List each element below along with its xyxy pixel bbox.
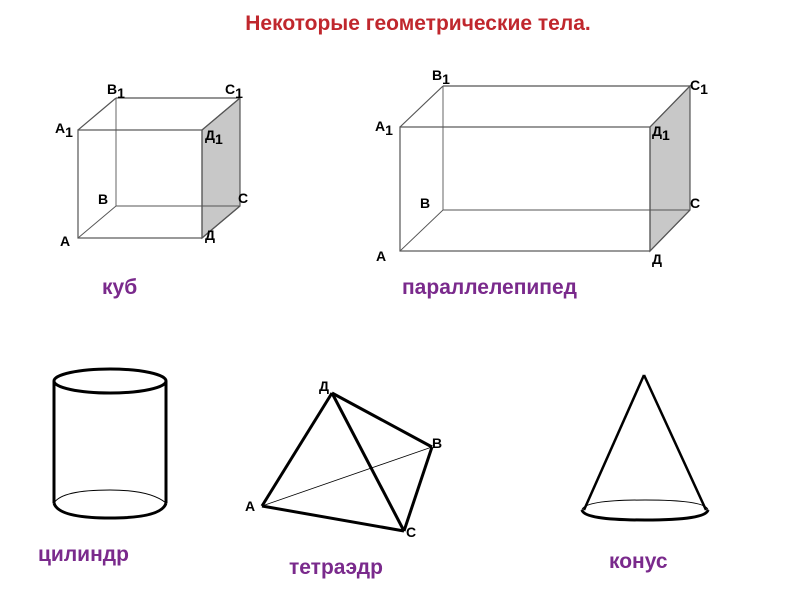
parallelepiped-vertex-d1: Д1 [652, 123, 670, 143]
tetrahedron-caption: тетраэдр [289, 556, 383, 579]
tetrahedron-figure [260, 391, 434, 533]
cube-vertex-b1-sub: 1 [117, 85, 125, 101]
tetrahedron-vertex-a: А [245, 498, 255, 514]
cube-edge-a1b1 [77, 97, 117, 131]
cube-edge-ab-hidden [77, 205, 117, 239]
parallelepiped-figure [399, 84, 691, 253]
tetrahedron-edge-ac-hidden [261, 446, 433, 507]
cylinder-figure [52, 367, 168, 520]
cube-front-face [77, 129, 203, 239]
tetrahedron-vertex-b: В [432, 435, 442, 451]
parallelepiped-shaded-face [649, 84, 691, 253]
cube-vertex-c: С [238, 190, 248, 206]
parallelepiped-labels: А В С Д А1 В1 С1 Д1 [375, 67, 708, 267]
slide-title: Некоторые геометрические тела. [245, 12, 591, 35]
parallelepiped-vertex-d1-sub: 1 [662, 127, 670, 143]
cube-shaded-face [201, 96, 241, 240]
cube-edge-dc [201, 205, 241, 239]
cone-left-side [582, 374, 646, 511]
parallelepiped-front-face [399, 126, 651, 252]
parallelepiped-vertex-d1-letter: Д [652, 123, 662, 139]
parallelepiped-vertex-a1-sub: 1 [385, 122, 393, 138]
tetrahedron-vertex-c: С [406, 524, 416, 540]
parallelepiped-vertex-c1: С1 [690, 77, 708, 97]
tetrahedron-edge-dc [331, 391, 433, 449]
cube-figure [77, 96, 241, 240]
parallelepiped-vertex-b1-sub: 1 [442, 71, 450, 87]
parallelepiped-edge-a1b1 [399, 85, 444, 128]
parallelepiped-vertex-b1-letter: В [432, 67, 442, 83]
parallelepiped-edge-d1c1 [649, 85, 691, 128]
parallelepiped-vertex-b1: В1 [432, 67, 450, 87]
cube-vertex-b1-letter: В [107, 81, 117, 97]
tetrahedron-edge-ab [261, 504, 405, 533]
cylinder-caption: цилиндр [38, 543, 129, 566]
cube-vertex-a1-letter: А [55, 120, 65, 136]
cube-edge-d1c1 [201, 97, 241, 131]
cube-vertex-d: Д [205, 227, 215, 243]
cylinder-bottom-front [52, 502, 168, 520]
cone-base-back [581, 499, 709, 511]
cylinder-top-ellipse [52, 367, 168, 395]
cube-vertex-c1: С1 [225, 81, 243, 101]
cube-caption: куб [102, 276, 138, 299]
tetrahedron-edge-ad [260, 392, 334, 507]
cone-caption: конус [609, 550, 668, 573]
cube-vertex-d1: Д1 [205, 127, 223, 147]
cube-vertex-c1-sub: 1 [235, 85, 243, 101]
cylinder-bottom-back [53, 489, 167, 504]
parallelepiped-edge-dc [649, 209, 691, 252]
cube-vertex-a1-sub: 1 [65, 124, 73, 140]
tetrahedron-labels: Д В А С [245, 378, 442, 540]
parallelepiped-vertex-a: А [376, 248, 386, 264]
parallelepiped-vertex-d: Д [652, 251, 662, 267]
cube-vertex-b: В [98, 191, 108, 207]
cube-vertex-b1: В1 [107, 81, 125, 101]
parallelepiped-vertex-c: С [690, 195, 700, 211]
cube-labels: А В С Д А1 В1 С1 Д1 [55, 81, 248, 249]
parallelepiped-vertex-c1-letter: С [690, 77, 700, 93]
cube-vertex-d1-sub: 1 [215, 131, 223, 147]
parallelepiped-edge-ab-hidden [399, 209, 444, 252]
cone-base-front [580, 509, 710, 522]
parallelepiped-vertex-a1: А1 [375, 118, 393, 138]
cone-figure [580, 374, 710, 522]
tetrahedron-edge-db [330, 392, 406, 532]
tetrahedron-edge-bc [402, 446, 434, 532]
cone-right-side [642, 374, 708, 511]
parallelepiped-vertex-b: В [420, 195, 430, 211]
cube-vertex-c1-letter: С [225, 81, 235, 97]
cube-vertex-a: А [60, 233, 70, 249]
parallelepiped-caption: параллелепипед [402, 276, 577, 299]
tetrahedron-vertex-d: Д [319, 378, 329, 394]
parallelepiped-vertex-c1-sub: 1 [700, 81, 708, 97]
parallelepiped-vertex-a1-letter: А [375, 118, 385, 134]
cube-vertex-a1: А1 [55, 120, 73, 140]
cube-vertex-d1-letter: Д [205, 127, 215, 143]
